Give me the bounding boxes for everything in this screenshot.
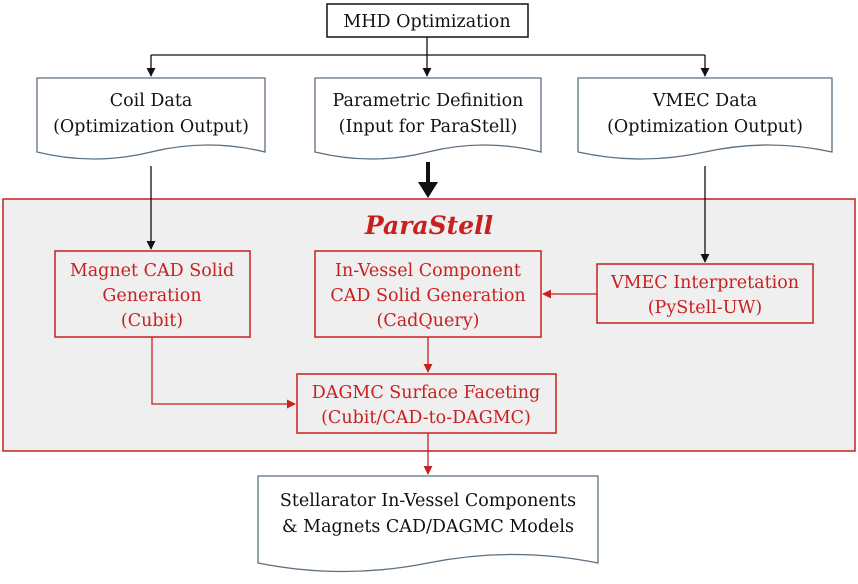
magnet-cad-line1: Magnet CAD Solid [70, 261, 234, 281]
parametric-definition-line1: Parametric Definition [333, 91, 524, 111]
parametric-definition-line2: (Input for ParaStell) [339, 117, 518, 137]
parastell-region [2, 198, 856, 452]
ivc-cad-line3: (CadQuery) [377, 311, 480, 331]
vmec-data-line2: (Optimization Output) [607, 117, 803, 137]
dagmc-faceting-box [296, 373, 557, 434]
coil-data-line2: (Optimization Output) [53, 117, 249, 137]
output-models-document [257, 475, 599, 573]
arrow-magnet-to-dagmc [151, 337, 296, 409]
coil-data-line1: Coil Data [110, 91, 193, 111]
vmec-interpretation-line2: (PyStell-UW) [648, 298, 763, 318]
ivc-cad-line1: In-Vessel Component [335, 261, 521, 281]
parastell-title: ParaStell [364, 211, 493, 240]
magnet-cad-line3: (Cubit) [121, 311, 183, 331]
output-models-line2: & Magnets CAD/DAGMC Models [282, 517, 574, 537]
dagmc-faceting-line2: (Cubit/CAD-to-DAGMC) [321, 408, 531, 428]
mhd-optimization-box [326, 3, 529, 38]
thick-arrow-head [418, 182, 438, 198]
vmec-data-line1: VMEC Data [652, 91, 757, 111]
magnet-cad-line2: Generation [102, 286, 201, 306]
vmec-data-document [577, 77, 833, 160]
coil-data-document [36, 77, 266, 160]
parametric-definition-document [314, 77, 542, 160]
output-models-line1: Stellarator In-Vessel Components [280, 491, 576, 511]
ivc-cad-line2: CAD Solid Generation [330, 286, 525, 306]
vmec-interpretation-line1: VMEC Interpretation [610, 273, 799, 293]
dagmc-faceting-line1: DAGMC Surface Faceting [312, 383, 540, 403]
mhd-optimization-label: MHD Optimization [343, 12, 510, 32]
